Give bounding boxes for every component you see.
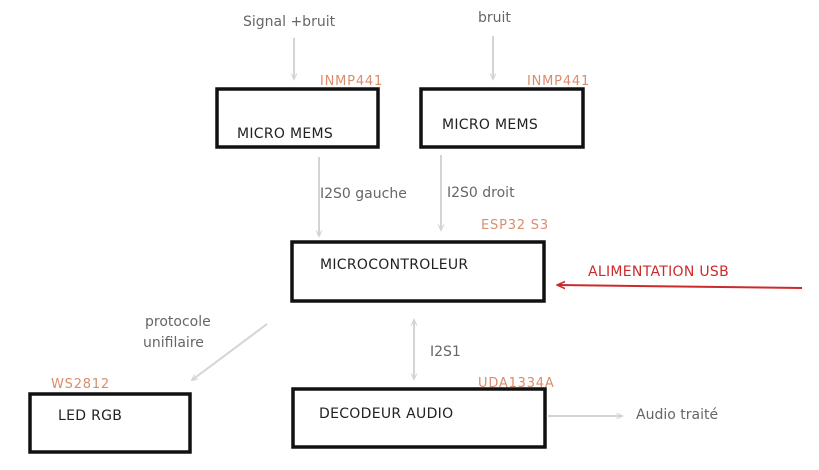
audio-output-label: Audio traité [636, 407, 718, 423]
mic-left-label: MICRO MEMS [237, 126, 333, 142]
mcu-chip: ESP32 S3 [481, 218, 549, 233]
led-arrow [192, 323, 268, 380]
i2s0-right-label: I2S0 droit [447, 185, 515, 201]
protocol-label-line1: protocole [145, 314, 211, 330]
mcu-box [290, 240, 546, 303]
decoder-chip: UDA1334A [478, 376, 555, 391]
protocol-label-line2: unifilaire [143, 335, 204, 351]
mic-left-box [215, 87, 380, 149]
led-label: LED RGB [58, 408, 122, 424]
led-box [28, 392, 192, 454]
power-arrow [558, 285, 803, 288]
led-chip: WS2812 [51, 377, 110, 392]
mcu-label: MICROCONTROLEUR [320, 257, 468, 273]
mic-right-box [419, 87, 585, 149]
signal-input-label: Signal +bruit [243, 14, 336, 30]
i2s1-label: I2S1 [430, 344, 461, 360]
decoder-box [291, 387, 547, 449]
mic-right-chip: INMP441 [527, 74, 590, 89]
mic-left-chip: INMP441 [320, 74, 383, 89]
mic-right-label: MICRO MEMS [442, 117, 538, 133]
decoder-label: DECODEUR AUDIO [319, 406, 453, 422]
noise-input-label: bruit [478, 10, 511, 26]
i2s0-left-label: I2S0 gauche [320, 186, 407, 202]
power-label: ALIMENTATION USB [588, 264, 729, 280]
